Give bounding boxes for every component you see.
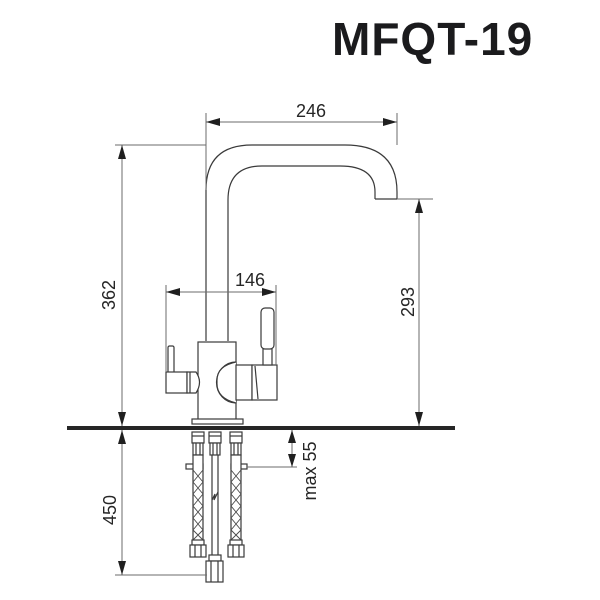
left-handle-lever — [167, 345, 175, 374]
right-hose — [227, 431, 248, 558]
arrow-left-icon — [206, 118, 220, 126]
dimension-handle-span: 146 — [165, 270, 277, 372]
right-handle-lever — [260, 307, 275, 350]
left-hose — [185, 431, 207, 558]
spout-clearance-label: 293 — [398, 287, 418, 317]
total-height-label: 362 — [99, 280, 119, 310]
hose-length-label: 450 — [100, 495, 120, 525]
arrow-right-icon — [383, 118, 397, 126]
spout — [205, 144, 398, 341]
arrow-up-icon — [288, 430, 296, 443]
dimension-total-height: 362 — [99, 144, 206, 426]
middle-tube — [205, 431, 224, 583]
handle-span-label: 146 — [235, 270, 265, 290]
max-thickness-label: max 55 — [300, 441, 320, 500]
left-lever-assembly — [165, 345, 201, 394]
right-handle-assembly — [215, 307, 278, 404]
spout-reach-label: 246 — [296, 101, 326, 121]
arrow-down-icon — [118, 561, 126, 575]
dimension-max-thickness: max 55 — [247, 430, 320, 501]
dimension-hose-length: 450 — [100, 430, 207, 576]
arrow-right-icon — [262, 288, 276, 296]
arrow-up-icon — [415, 199, 423, 213]
arrow-up-icon — [118, 145, 126, 159]
dimension-spout-reach: 246 — [205, 101, 398, 190]
dimension-spout-clearance: 293 — [397, 198, 433, 426]
arrow-up-icon — [118, 430, 126, 444]
model-title: MFQT-19 — [332, 13, 533, 65]
supply-hoses — [185, 431, 248, 583]
arrow-down-icon — [118, 412, 126, 426]
arrow-down-icon — [288, 454, 296, 467]
arrow-down-icon — [415, 412, 423, 426]
arrow-left-icon — [166, 288, 180, 296]
